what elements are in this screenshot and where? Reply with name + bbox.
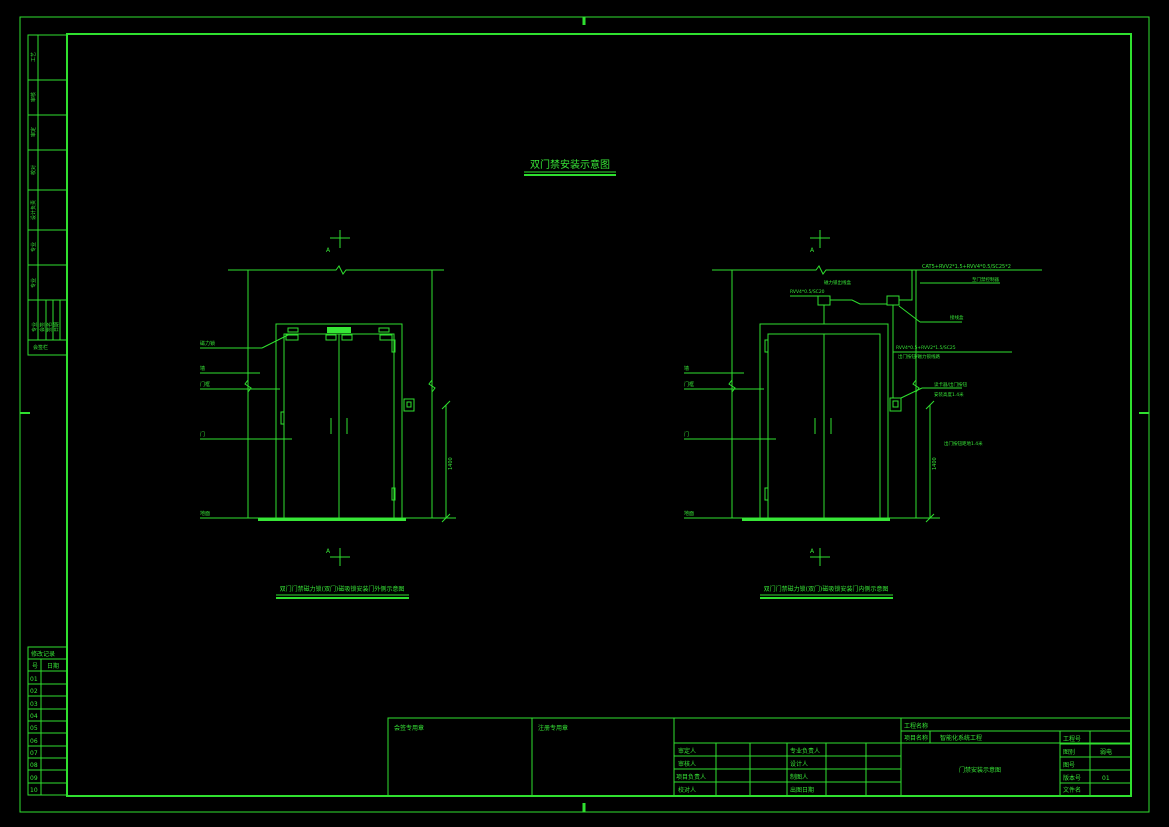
revision-header-date: 日期 — [47, 662, 59, 670]
role-right: 制图人 — [790, 773, 808, 781]
strip-cell-4: 设计负责 — [30, 200, 37, 220]
right-label-floor: 地面 — [684, 510, 694, 517]
revision-row: 10 — [30, 787, 38, 794]
strip-cell-6: 专业 — [30, 278, 37, 288]
strip-sub-2: 签名 — [46, 322, 53, 332]
revision-header-no: 号 — [32, 663, 38, 670]
role-left: 校对人 — [678, 786, 696, 794]
role-left: 审核人 — [678, 760, 696, 768]
role-right: 专业负责人 — [790, 747, 820, 755]
left-door-elevation: A 1400 — [200, 230, 456, 599]
right-label: 版本号 — [1063, 774, 1081, 782]
left-label-door: 门 — [200, 431, 205, 438]
right-cable-mid-sub: 出门按钮/磁力锁线路 — [898, 353, 941, 360]
left-label-lock: 磁力锁 — [200, 340, 215, 347]
left-label-wall: 墙 — [200, 365, 205, 372]
strip-sub-1: 会签 — [39, 322, 46, 332]
item-name-label: 项目名称 — [904, 734, 928, 742]
revision-row: 01 — [30, 676, 38, 683]
right-reader-note-sub: 安装高度1.4米 — [934, 391, 964, 398]
right-value: 01 — [1102, 775, 1110, 782]
right-junction-box — [886, 295, 900, 306]
right-cable-small: RVV4*0.5/SC20 — [790, 289, 825, 295]
strip-cell-5: 专业 — [30, 242, 37, 252]
revision-row-lines — [28, 683, 67, 784]
strip-cell-2: 审定 — [30, 127, 37, 137]
right-label-box: 接线盒 — [950, 314, 964, 321]
strip-cell-1: 审核 — [30, 92, 37, 102]
right-label: 工程号 — [1063, 735, 1081, 743]
outer-border — [19, 16, 1150, 813]
left-caption: 双门门禁磁力锁(双门)磁吸锁安装门外侧示意图 — [280, 585, 405, 593]
right-value: 弱电 — [1100, 748, 1112, 756]
revision-row: 09 — [30, 775, 38, 782]
stamp-box-countersign: 会签专用章 — [394, 724, 424, 732]
left-section-mark-top: A — [326, 247, 331, 254]
right-lock-junction-box — [817, 295, 831, 306]
drawing-title: 双门禁安装示意图 — [530, 158, 610, 171]
left-card-reader-icon — [403, 398, 415, 412]
revision-row: 05 — [30, 725, 38, 732]
revision-table: 修改记录 号 日期 01 02 03 04 05 06 07 08 09 10 — [27, 646, 68, 796]
role-left: 审定人 — [678, 747, 696, 755]
revision-row: 04 — [30, 713, 38, 720]
right-label: 图号 — [1063, 762, 1075, 769]
left-label-frame: 门框 — [200, 381, 210, 388]
strip-cell-3: 校对 — [30, 165, 37, 175]
stamp-box-registration: 注册专用章 — [538, 724, 568, 732]
right-label-door: 门 — [684, 431, 689, 438]
role-right: 设计人 — [790, 760, 808, 768]
right-cable-top: CAT5+RVV2*1.5+RVV4*0.5/SC25*2 — [922, 264, 1011, 270]
revision-row: 07 — [30, 750, 38, 757]
right-label-wall: 墙 — [684, 365, 689, 372]
countersign-strip: 工艺 审核 审定 校对 设计负责 专业 专业 专业 会签 签名 日期 会签栏 — [27, 34, 68, 356]
right-cable-mid: RVV4*0.5+RVV2*1.5/SC25 — [896, 345, 956, 351]
right-cable-top-sub: 至门禁控制器 — [972, 276, 999, 283]
left-dimension: 1400 — [448, 457, 454, 470]
revision-row: 06 — [30, 738, 38, 745]
right-cable-small-note: 磁力锁出线盒 — [824, 279, 851, 286]
right-label: 文件名 — [1063, 786, 1081, 794]
title-block: 会签专用章 注册专用章 工程名称 项目名称 智能化系统工程 审定人 审核人 项目… — [387, 717, 1132, 797]
right-section-mark-bottom: A — [810, 548, 815, 555]
right-button-note: 出门按钮距地1.4米 — [944, 440, 983, 447]
role-right: 出图日期 — [790, 786, 814, 794]
drawing-name: 门禁安装示意图 — [959, 766, 1001, 774]
role-left: 项目负责人 — [676, 773, 706, 781]
project-name-label: 工程名称 — [904, 722, 928, 730]
strip-cell-0: 工艺 — [31, 52, 37, 62]
right-section-mark-top: A — [810, 247, 815, 254]
right-label-frame: 门框 — [684, 381, 694, 388]
item-name-value: 智能化系统工程 — [940, 734, 982, 742]
right-dimension: 1400 — [932, 457, 938, 470]
strip-footer: 会签栏 — [33, 344, 48, 351]
inner-border — [66, 33, 1132, 797]
right-exit-button-icon — [889, 397, 902, 412]
revision-title: 修改记录 — [31, 650, 55, 658]
right-door-elevation: A 1400 墙 门框 门 地 — [684, 230, 1042, 599]
revision-row: 03 — [30, 701, 38, 708]
strip-sub-3: 日期 — [54, 322, 60, 332]
left-section-mark-bottom: A — [326, 548, 331, 555]
right-label: 图别 — [1063, 748, 1075, 756]
right-reader-note: 读卡器/出门按钮 — [934, 381, 968, 388]
revision-row: 08 — [30, 762, 38, 769]
strip-sub-0: 专业 — [31, 322, 38, 332]
right-caption: 双门门禁磁力锁(双门)磁吸锁安装门内侧示意图 — [764, 585, 889, 593]
left-label-floor: 地面 — [200, 510, 210, 517]
magnetic-lock-indicator — [327, 327, 351, 333]
revision-row: 02 — [30, 688, 38, 695]
